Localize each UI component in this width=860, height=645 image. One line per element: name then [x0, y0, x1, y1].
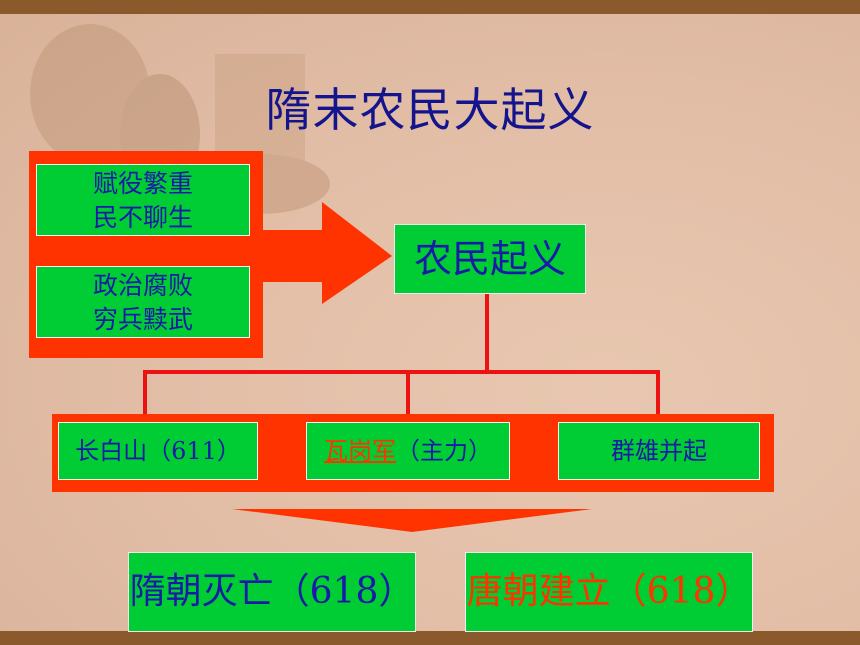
group-1-detail: （611） — [147, 437, 241, 465]
center-box: 农民起义 — [394, 224, 586, 294]
cause-box-2: 政治腐败 穷兵黩武 — [36, 266, 250, 338]
result-arrow-shape — [232, 509, 592, 532]
result-1-name: 隋朝灭亡 — [129, 571, 274, 612]
result-box-1: 隋朝灭亡（618） — [128, 552, 416, 632]
cause-1-line2: 民不聊生 — [92, 203, 193, 232]
group-box-1: 长白山（611） — [58, 422, 258, 480]
result-box-2: 唐朝建立（618） — [465, 552, 753, 632]
cause-2-line1: 政治腐败 — [92, 271, 193, 300]
cause-2-line2: 穷兵黩武 — [92, 305, 193, 334]
group-box-3: 群雄并起 — [558, 422, 760, 480]
group-box-2: 瓦岗军（主力） — [306, 422, 510, 480]
bottom-frame-bar — [0, 631, 860, 645]
group-3-name: 群雄并起 — [611, 437, 707, 465]
cause-box-1: 赋役繁重 民不聊生 — [36, 164, 250, 236]
page-title: 隋末农民大起义 — [265, 83, 595, 137]
result-2-name: 唐朝建立 — [466, 571, 611, 612]
cause-arrow-shape — [263, 202, 392, 304]
group-1-name: 长白山 — [75, 437, 148, 465]
result-1-detail: （618） — [273, 571, 415, 612]
result-2-detail: （618） — [610, 571, 752, 612]
center-label: 农民起义 — [413, 237, 566, 281]
group-2-name: 瓦岗军 — [324, 437, 396, 465]
group-2-detail: （主力） — [396, 437, 492, 465]
top-frame-bar — [0, 0, 860, 14]
cause-1-line1: 赋役繁重 — [92, 169, 193, 198]
